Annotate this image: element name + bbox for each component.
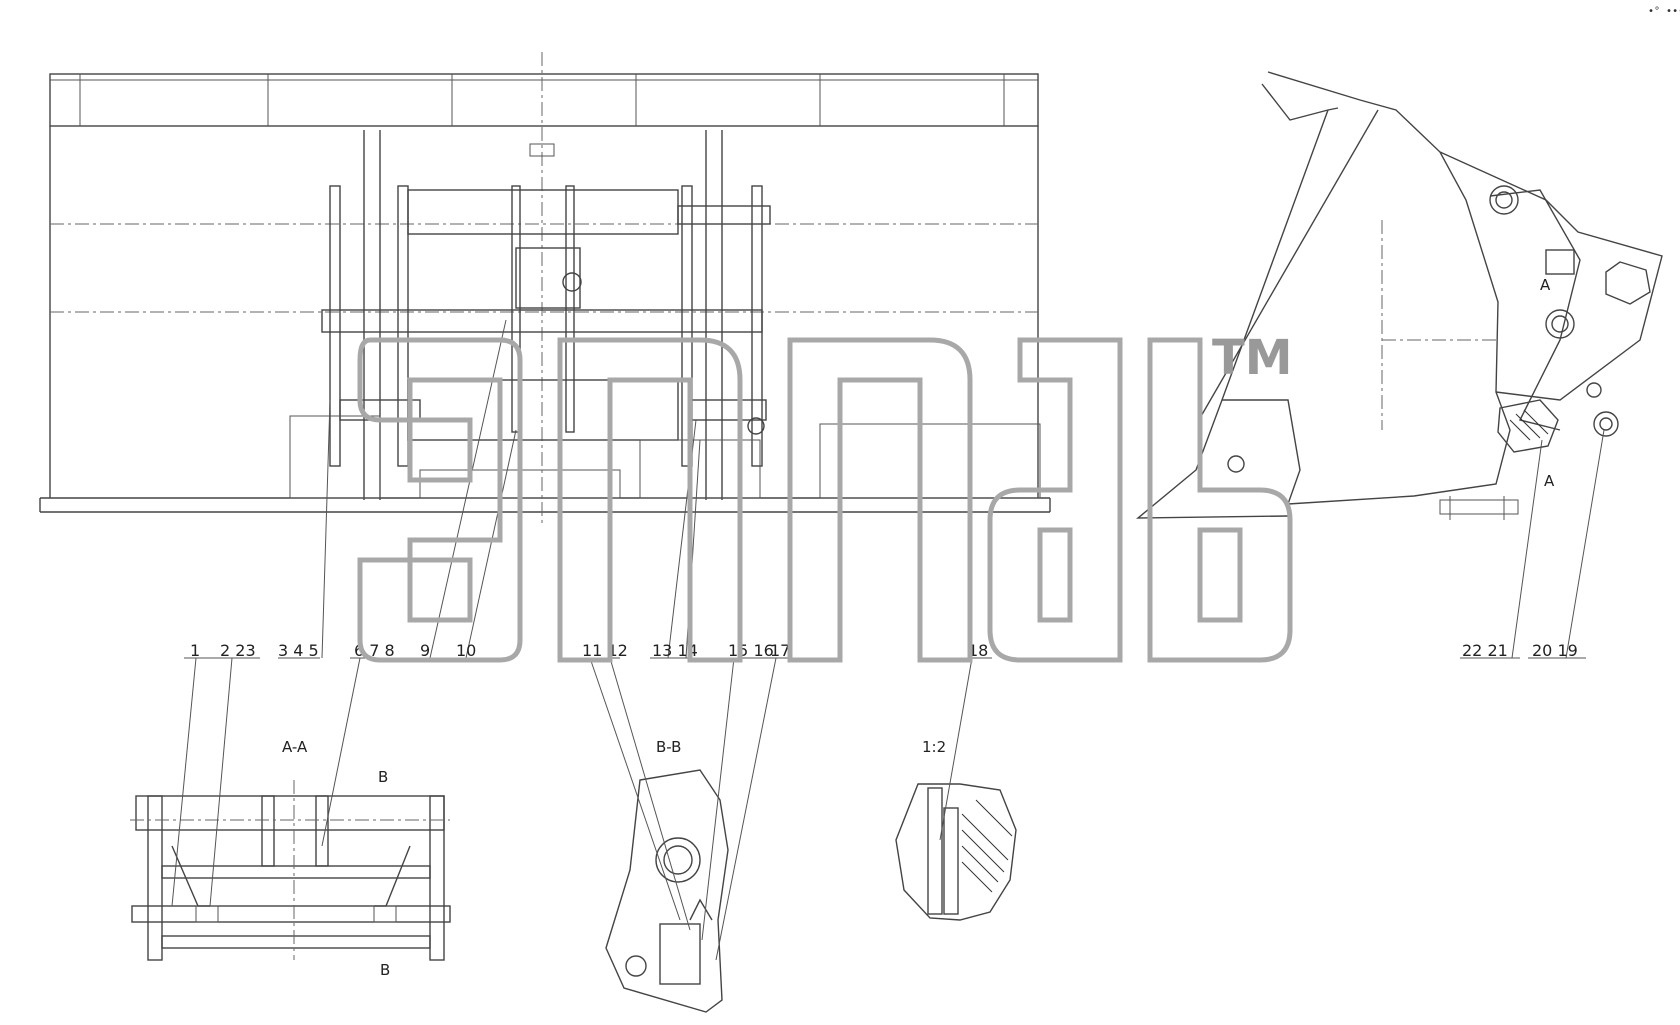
cut-a-bottom-label: A xyxy=(1544,472,1555,490)
cut-b-top-label: B xyxy=(378,768,388,786)
detail-view: 1:2 xyxy=(895,738,1017,921)
callout-12: 20 19 xyxy=(1532,641,1578,660)
cut-a-top-label: A xyxy=(1540,276,1551,294)
callout-7: 13 14 xyxy=(652,641,698,660)
callout-leaders xyxy=(171,319,1605,961)
watermark-logo: TM xyxy=(357,330,1293,663)
callout-2: 3 4 5 xyxy=(278,641,319,660)
cut-b-bottom-label: B xyxy=(380,961,390,979)
callout-5: 10 xyxy=(456,641,476,660)
callout-4: 9 xyxy=(420,641,430,660)
callout-9: 17 xyxy=(770,641,790,660)
bucket-side-view: A A xyxy=(1136,71,1663,520)
section-a-a-label: A-A xyxy=(282,738,308,756)
section-b-b-view: B-B xyxy=(605,738,729,1013)
callout-1: 2 23 xyxy=(220,641,256,660)
callout-0: 1 xyxy=(190,641,200,660)
section-b-b-label: B-B xyxy=(656,738,681,756)
watermark-trademark: TM xyxy=(1212,330,1293,386)
callout-10: 18 xyxy=(968,641,988,660)
corner-mark: •° ••• xyxy=(1648,6,1680,17)
callout-11: 22 21 xyxy=(1462,641,1508,660)
callout-numbers: 1 2 23 3 4 5 6 7 8 9 10 11 12 13 14 15 1… xyxy=(190,641,1578,660)
section-a-a-view: A-A B B xyxy=(130,738,451,979)
detail-scale-label: 1:2 xyxy=(922,738,946,756)
callout-8: 15 16 xyxy=(728,641,774,660)
bucket-front-view xyxy=(39,52,1051,525)
callout-6: 11 12 xyxy=(582,641,628,660)
